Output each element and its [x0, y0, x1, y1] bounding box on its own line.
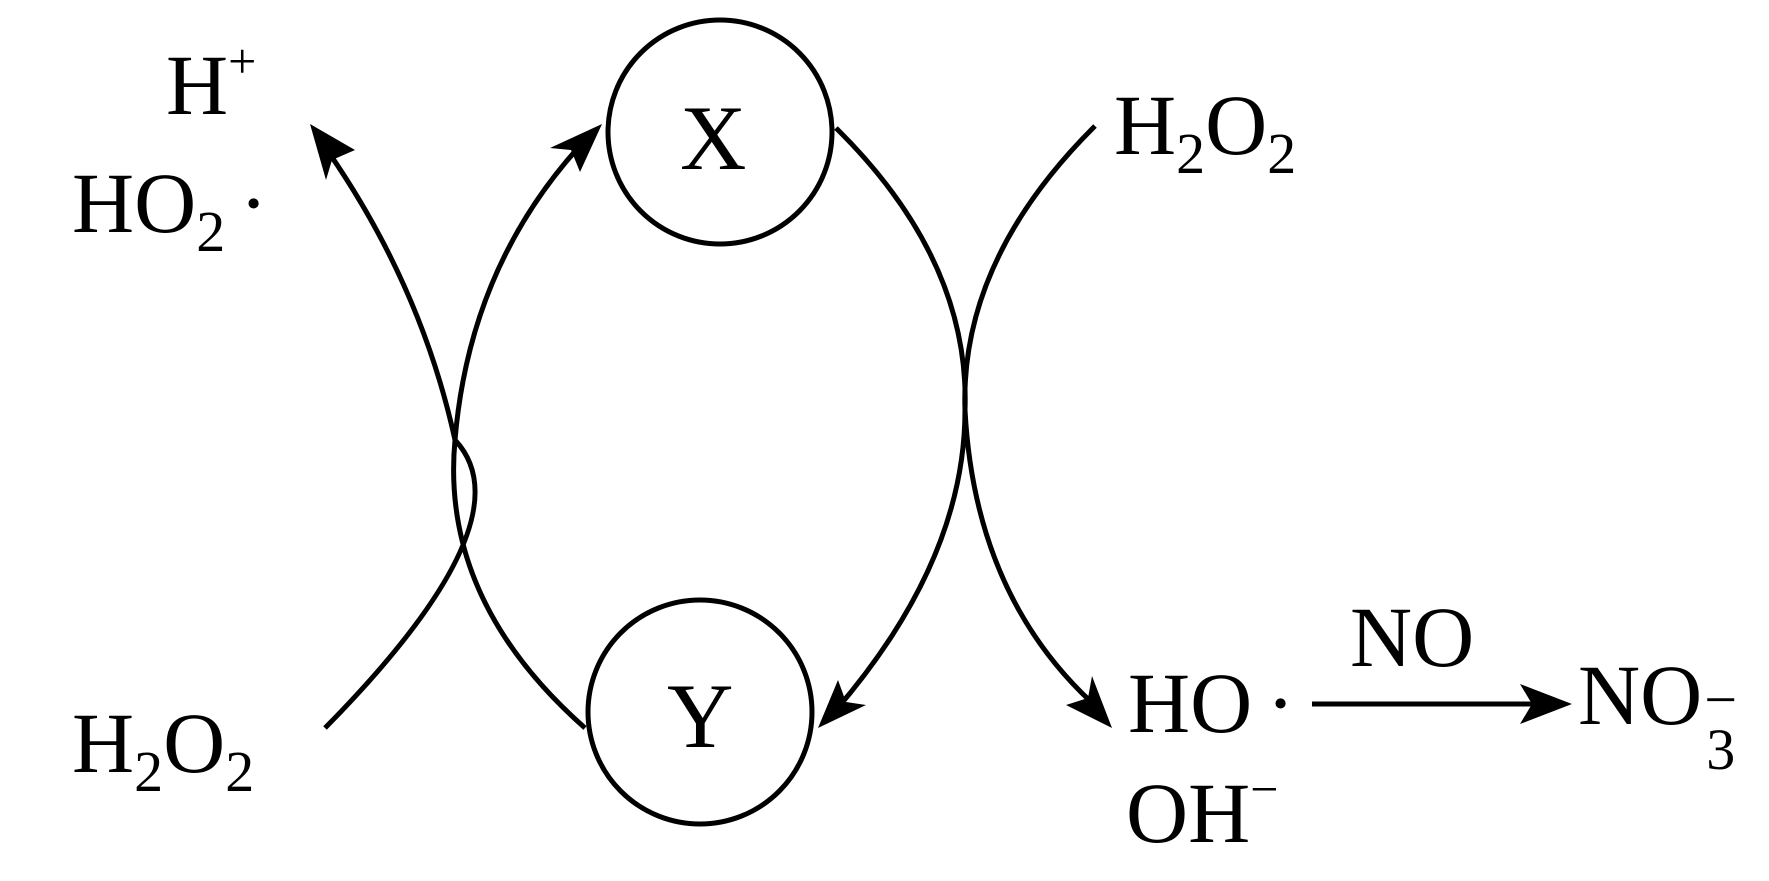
h-plus-charge: +: [228, 33, 257, 89]
ho2-base: HO: [72, 155, 197, 251]
arrowhead-to-x: [550, 124, 602, 172]
h2o2-right-label: H2O2: [1114, 82, 1296, 182]
h2o2-left-label: H2O2: [72, 700, 254, 800]
arrow-ho-to-no3-head: [1520, 684, 1572, 724]
h2o2-right-sub1: 2: [1176, 120, 1206, 186]
ho-radical-label: HO·: [1128, 660, 1295, 746]
node-y-label: Y: [667, 665, 734, 767]
no-reagent-label: NO: [1350, 589, 1475, 685]
oh-minus-label: OH−: [1126, 764, 1278, 856]
no3-charge: −: [1704, 667, 1737, 732]
arrowhead-to-ho: [1066, 676, 1112, 728]
arc-x-to-y: [834, 126, 968, 712]
h2o2-left-sub1: 2: [134, 738, 164, 804]
arc-h2o2-to-ho2: [317, 138, 478, 730]
h2o2-left-sub2: 2: [225, 738, 255, 804]
ho2-radical-dot: ·: [239, 155, 268, 251]
h2o2-right-h: H: [1114, 77, 1177, 173]
node-y-circle: [585, 597, 815, 827]
arc-y-to-x: [451, 133, 592, 730]
arrowhead-to-y: [818, 680, 866, 728]
node-x-label: X: [680, 87, 747, 189]
no3-subscript: 3: [1706, 717, 1736, 782]
oh-charge: −: [1250, 761, 1279, 817]
ho2-radical-label: HO2·: [72, 160, 268, 260]
arrowhead-to-ho2: [310, 124, 355, 180]
ho2-subscript: 2: [196, 198, 226, 264]
node-x-circle: [605, 17, 835, 247]
oh-base: OH: [1126, 765, 1251, 861]
arc-h2o2-to-ho: [962, 124, 1102, 712]
h2o2-right-sub2: 2: [1267, 120, 1297, 186]
ho-base: HO: [1128, 655, 1253, 751]
no3-minus-label: NO−3: [1578, 652, 1742, 779]
no3-base: NO: [1578, 647, 1703, 743]
h-plus-base: H: [166, 37, 229, 133]
h-plus-label: H+: [166, 36, 256, 128]
h2o2-left-h: H: [72, 695, 135, 791]
ho-radical-dot: ·: [1266, 655, 1295, 751]
h2o2-left-o: O: [163, 695, 226, 791]
h2o2-right-o: O: [1205, 77, 1268, 173]
